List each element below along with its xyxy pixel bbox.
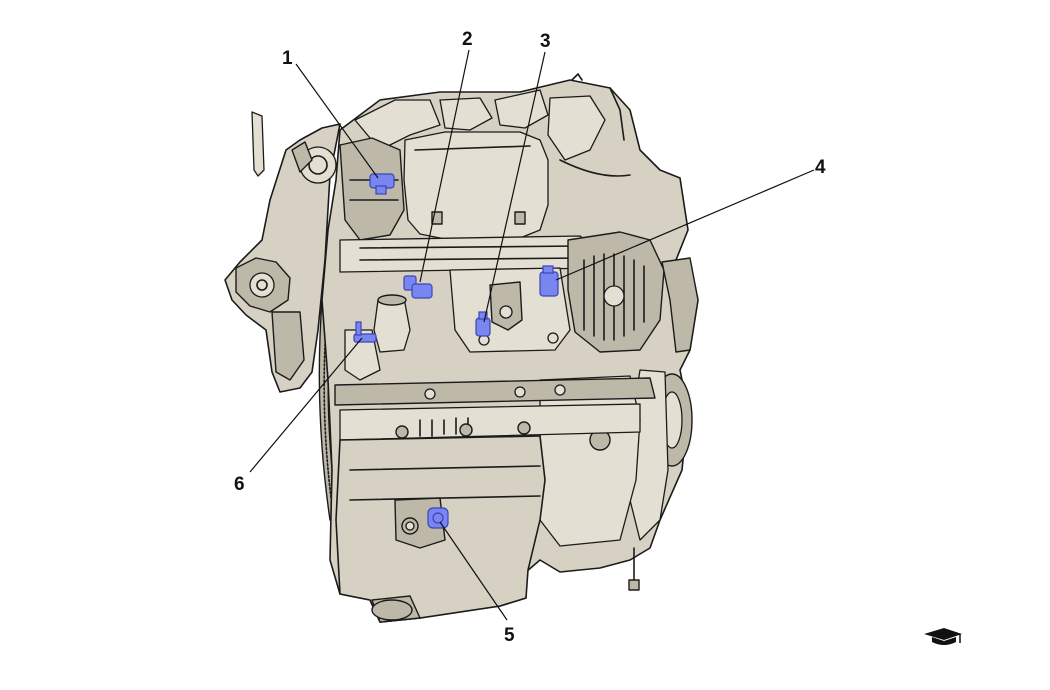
leader-line-5 [439,521,508,621]
leader-line-4 [555,169,815,281]
callout-labels: 1 2 3 4 5 6 [234,29,826,646]
callout-3: 3 [540,31,551,52]
sensor-2 [403,275,433,299]
sensor-5 [427,507,449,529]
graduation-cap-icon [924,628,962,645]
leader-line-6 [249,337,363,473]
sensor-6 [353,321,377,343]
leader-line-1 [295,63,379,179]
engine-illustration [224,73,699,623]
callout-4: 4 [815,157,826,178]
callout-6: 6 [234,474,245,495]
callout-1: 1 [282,48,293,69]
sensor-4 [539,265,559,297]
sensor-1 [369,173,395,195]
leader-line-3 [483,51,546,323]
callout-2: 2 [462,29,473,50]
leader-line-2 [419,49,470,283]
sensor-3 [475,311,491,337]
callout-5: 5 [504,625,515,646]
leader-lines [249,49,815,621]
